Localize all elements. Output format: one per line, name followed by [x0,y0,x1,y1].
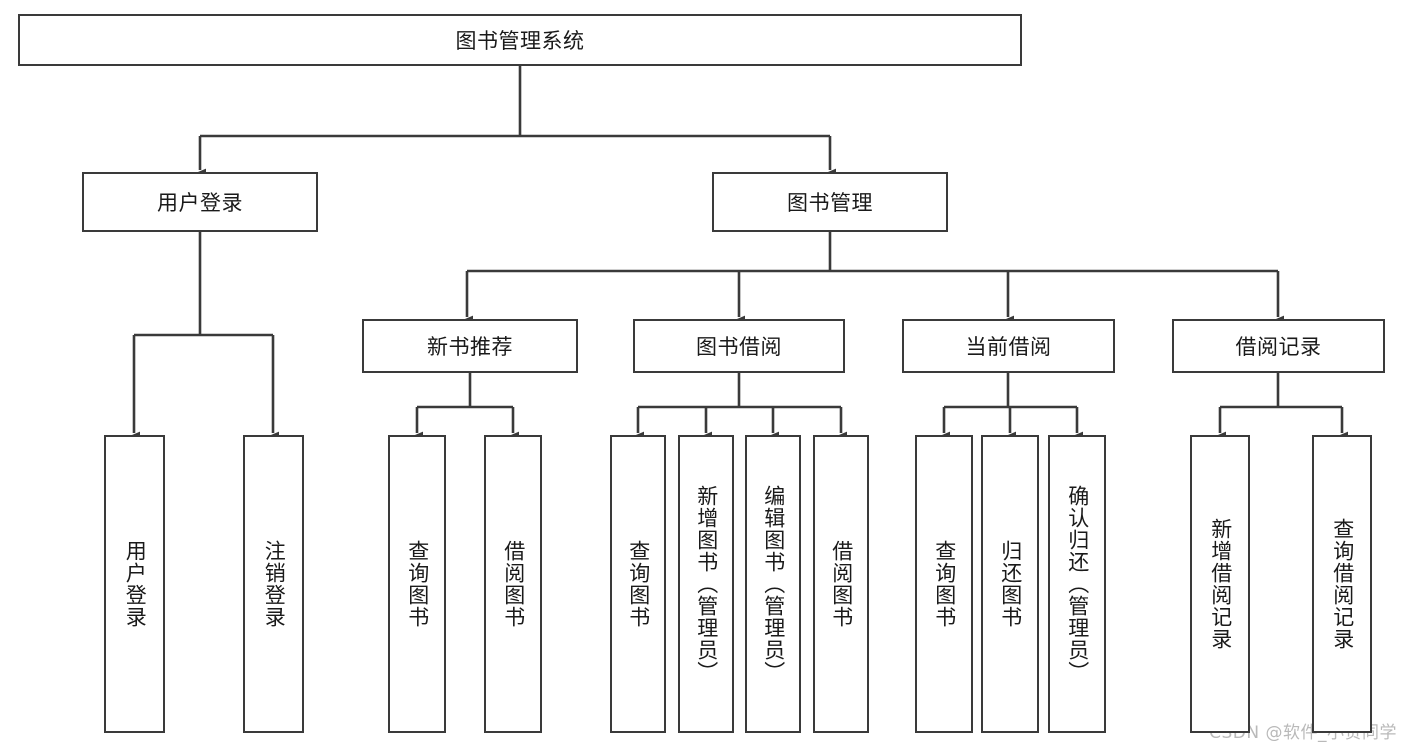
node-label: 新书推荐 [427,335,513,359]
node-level3: 当前借阅 [902,319,1115,373]
node-label: 用户登录 [123,540,148,628]
node-label: 新增图书（管理员） [694,485,719,683]
node-level3: 新书推荐 [362,319,578,373]
node-label: 图书管理 [787,191,873,215]
node-level3: 借阅记录 [1172,319,1385,373]
node-leaf: 新增借阅记录 [1190,435,1250,733]
node-label: 用户登录 [157,191,243,215]
node-leaf: 用户登录 [104,435,165,733]
node-label: 新增借阅记录 [1208,518,1233,650]
node-leaf: 新增图书（管理员） [678,435,734,733]
node-label: 图书管理系统 [455,29,585,53]
node-label: 借阅图书 [829,540,854,628]
node-label: 当前借阅 [965,335,1052,359]
node-leaf: 借阅图书 [484,435,542,733]
node-leaf: 编辑图书（管理员） [745,435,801,733]
node-label: 确认归还（管理员） [1065,485,1090,683]
node-leaf: 归还图书 [981,435,1039,733]
node-leaf: 查询图书 [610,435,666,733]
node-leaf: 查询借阅记录 [1312,435,1372,733]
node-leaf: 确认归还（管理员） [1048,435,1106,733]
node-label: 查询借阅记录 [1330,518,1355,650]
node-level2: 图书管理 [712,172,948,232]
node-label: 图书借阅 [696,335,782,359]
node-leaf: 借阅图书 [813,435,869,733]
node-leaf: 查询图书 [915,435,973,733]
node-leaf: 查询图书 [388,435,446,733]
node-label: 查询图书 [405,540,430,628]
node-leaf: 注销登录 [243,435,304,733]
node-label: 编辑图书（管理员） [761,485,786,683]
node-label: 查询图书 [932,540,957,628]
node-level3: 图书借阅 [633,319,845,373]
node-level2: 用户登录 [82,172,318,232]
node-label: 注销登录 [262,540,287,628]
node-root-图书管理系统: 图书管理系统 [18,14,1022,66]
node-label: 归还图书 [998,540,1023,628]
node-label: 查询图书 [626,540,651,628]
node-label: 借阅图书 [501,540,526,628]
node-label: 借阅记录 [1235,335,1322,359]
